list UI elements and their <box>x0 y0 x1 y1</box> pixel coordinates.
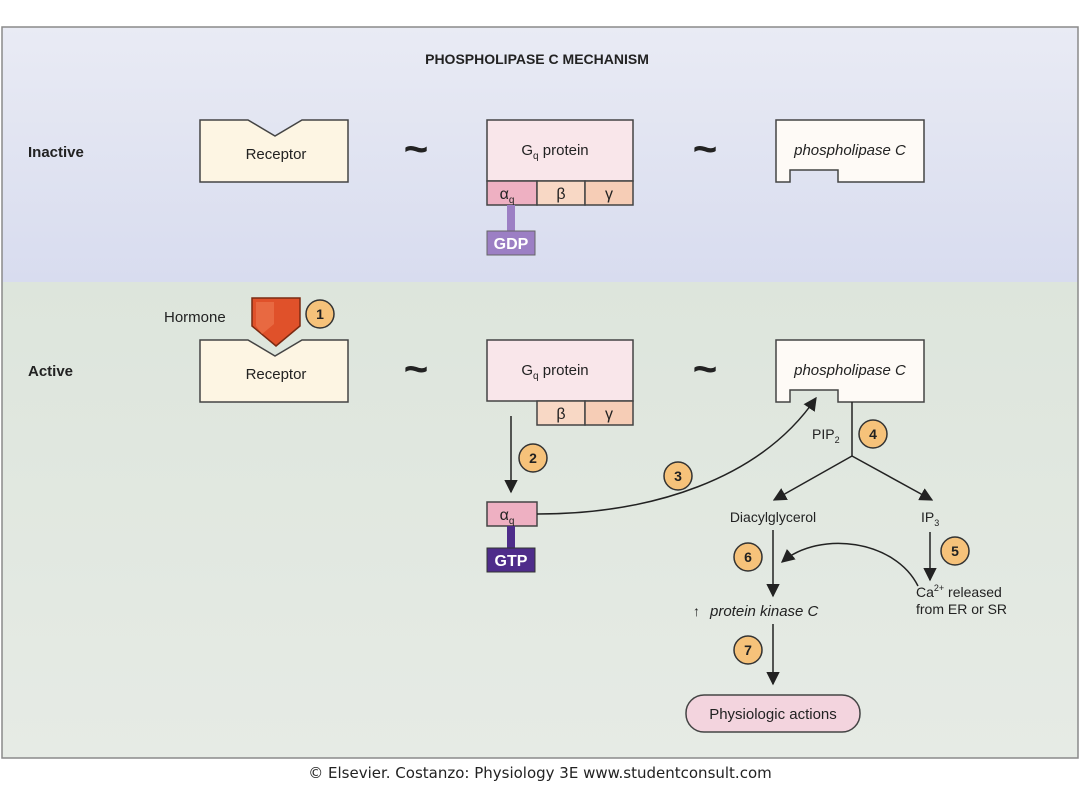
inactive-row-label: Inactive <box>28 144 84 161</box>
svg-text:7: 7 <box>744 642 752 658</box>
ip3-label: IP3 <box>921 509 939 528</box>
pkc-label: protein kinase C <box>709 603 819 620</box>
arrow-pip2-to-dag <box>772 455 853 501</box>
inactive-receptor-label: Receptor <box>246 146 307 163</box>
inactive-receptor-shape <box>199 119 349 183</box>
active-alpha-label: αq <box>500 507 515 527</box>
inactive-plc-shape <box>775 119 925 183</box>
step-badge-7: 7 <box>733 635 763 665</box>
inactive-beta-label: β <box>556 186 565 203</box>
svg-text:3: 3 <box>674 468 682 484</box>
outcome-box <box>685 694 861 733</box>
inactive-tilde-1: ~ <box>404 125 429 172</box>
active-gq-label: Gq protein <box>521 362 588 382</box>
inactive-gamma-label: γ <box>605 186 613 203</box>
phospholipase-c-diagram: PHOSPHOLIPASE C MECHANISM Inactive Recep… <box>1 26 1079 759</box>
step-badge-2: 2 <box>518 443 548 473</box>
active-row-label: Active <box>28 363 73 380</box>
active-plc-shape <box>775 339 925 403</box>
inactive-gq-box <box>486 119 634 182</box>
inactive-gdp-label: GDP <box>494 236 529 253</box>
svg-text:6: 6 <box>744 549 752 565</box>
diagram-title: PHOSPHOLIPASE C MECHANISM <box>425 51 649 67</box>
inactive-gq-label: Gq protein <box>521 142 588 162</box>
svg-text:2: 2 <box>529 450 537 466</box>
active-gtp-box <box>486 547 536 573</box>
active-gq-box <box>486 339 634 402</box>
step-badge-3: 3 <box>663 461 693 491</box>
active-beta-subunit <box>536 400 586 426</box>
pkc-up-arrow: ↑ <box>693 603 700 619</box>
active-gtp-stem <box>507 526 515 548</box>
active-beta-label: β <box>556 406 565 423</box>
ca-release-label-line2: from ER or SR <box>916 601 1007 617</box>
copyright-footer: © Elsevier. Costanzo: Physiology 3E www.… <box>308 764 772 782</box>
active-receptor-shape <box>199 339 349 403</box>
active-alpha-subunit <box>486 501 538 527</box>
outcome-label: Physiologic actions <box>709 706 837 723</box>
inactive-gdp-stem <box>507 205 515 231</box>
step-badge-5: 5 <box>940 536 970 566</box>
inactive-tilde-2: ~ <box>693 125 718 172</box>
arrow-alpha-to-plc <box>536 396 817 515</box>
hormone-label: Hormone <box>164 309 226 326</box>
active-tilde-2: ~ <box>693 345 718 392</box>
active-gamma-label: γ <box>605 406 613 423</box>
step-badge-6: 6 <box>733 542 763 572</box>
active-receptor-label: Receptor <box>246 366 307 383</box>
hormone-highlight <box>256 302 274 334</box>
arrow-pip2-to-ip3 <box>851 455 934 501</box>
active-gtp-label: GTP <box>495 553 528 570</box>
svg-text:1: 1 <box>316 306 324 322</box>
arrow-ca-to-pkc <box>780 542 919 587</box>
pip2-label: PIP2 <box>812 426 840 445</box>
inactive-gdp-box <box>486 230 536 256</box>
ca-release-label: Ca2+ released <box>916 583 1002 600</box>
svg-text:4: 4 <box>869 426 877 442</box>
inactive-alpha-label: αq <box>500 186 515 206</box>
step-badge-4: 4 <box>858 419 888 449</box>
active-plc-label: phospholipase C <box>793 362 906 379</box>
active-tilde-1: ~ <box>404 345 429 392</box>
step-badge-1: 1 <box>305 299 335 329</box>
active-gamma-subunit <box>584 400 634 426</box>
inactive-gamma-subunit <box>584 180 634 206</box>
diagram-border <box>1 26 1079 759</box>
inactive-plc-label: phospholipase C <box>793 142 906 159</box>
dag-label: Diacylglycerol <box>730 509 816 525</box>
svg-text:5: 5 <box>951 543 959 559</box>
